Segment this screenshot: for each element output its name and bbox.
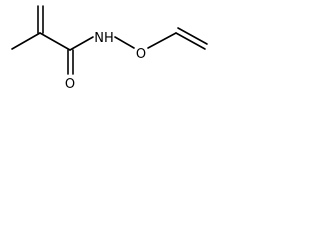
o-c-bond xyxy=(147,32,177,49)
c-n-bond xyxy=(69,36,94,51)
methacryl-group xyxy=(11,5,94,75)
methyl-bond xyxy=(11,32,41,50)
c-c-bond xyxy=(39,32,71,51)
atom-label-o-ether: O xyxy=(136,47,146,62)
vinyloxy-group xyxy=(114,27,208,50)
atom-label-nh: NH xyxy=(94,31,114,46)
vinyl-double-bond-b xyxy=(177,27,208,45)
atom-label-o-carbonyl: O xyxy=(65,77,75,92)
n-o-bond xyxy=(114,36,135,49)
structural-formula-canvas: NH O O xyxy=(11,5,208,92)
vinyl-double-bond-a xyxy=(175,32,206,50)
